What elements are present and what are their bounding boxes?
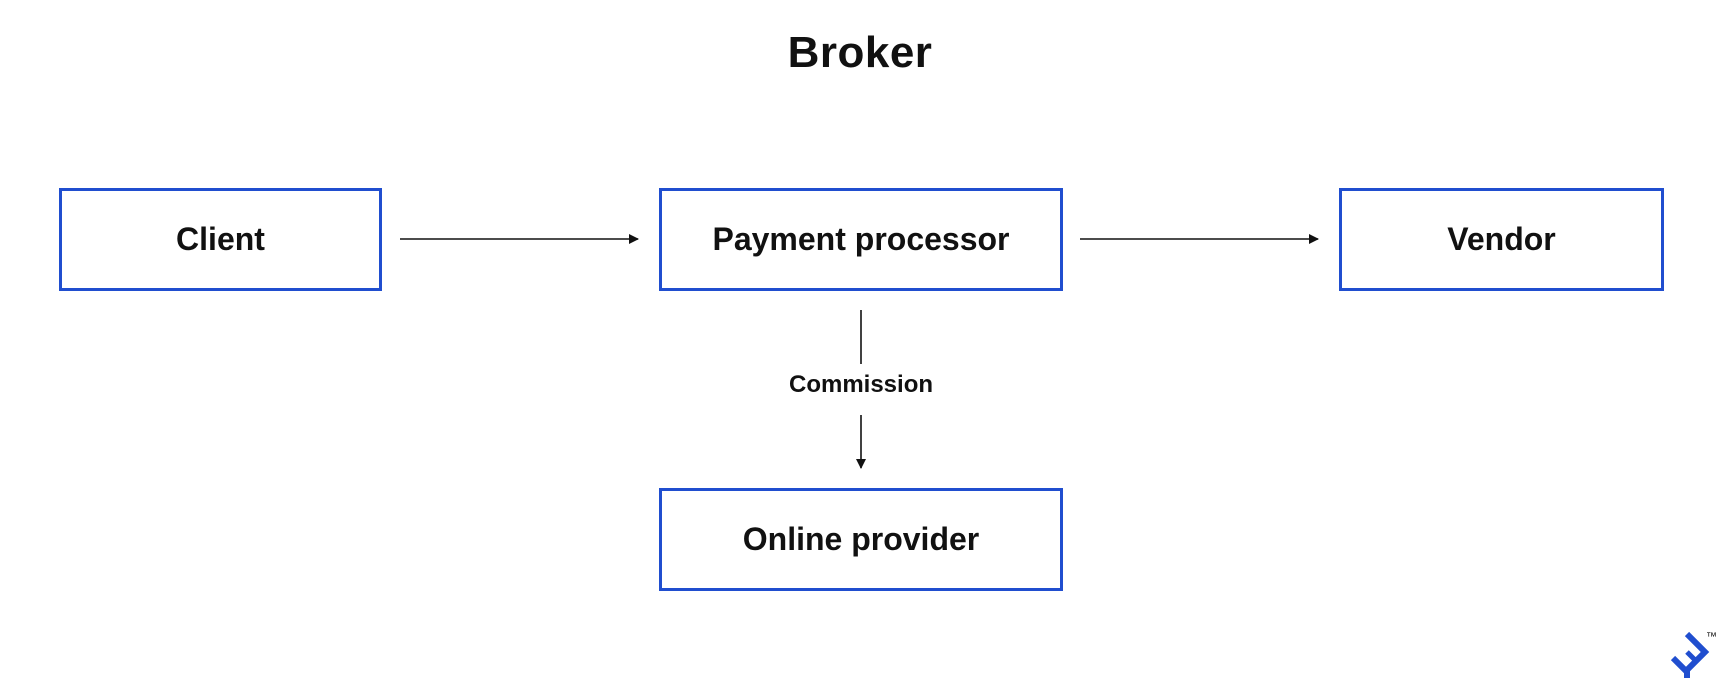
vendor-label: Vendor (1447, 221, 1556, 257)
vendor-box: Vendor (1339, 188, 1664, 291)
payment-processor-box: Payment processor (659, 188, 1063, 291)
commission-label: Commission (760, 371, 962, 399)
payment-processor-label: Payment processor (712, 221, 1010, 257)
diagram-title: Broker (787, 28, 933, 77)
online-provider-box: Online provider (659, 488, 1063, 591)
trademark-mark: ™ (1706, 631, 1717, 643)
client-label: Client (176, 221, 265, 257)
client-box: Client (59, 188, 382, 291)
brand-logo: ™ (1665, 628, 1720, 680)
online-provider-label: Online provider (742, 521, 980, 557)
brand-logo-icon: ™ (1670, 631, 1717, 678)
